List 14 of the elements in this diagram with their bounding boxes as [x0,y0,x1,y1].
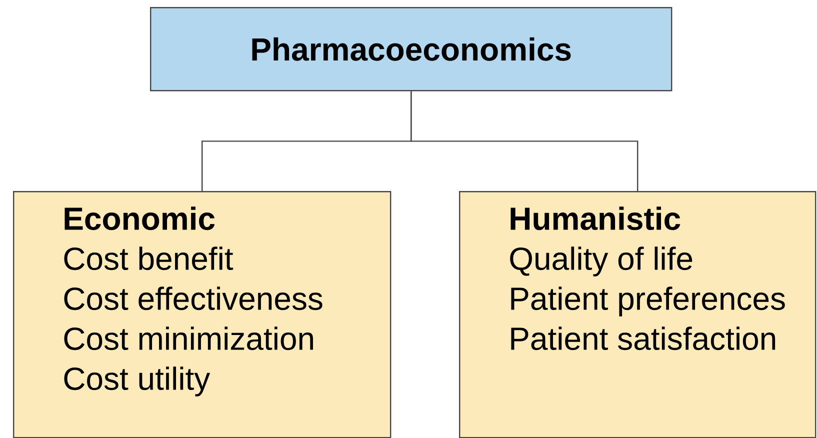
list-item: Patient preferences [511,286,785,316]
title-text: Pharmacoeconomics [252,37,571,61]
list-item: Cost minimization [64,326,313,350]
list-item: Patient satisfaction [511,326,776,350]
title-box [150,7,672,92]
heading: Humanistic [510,206,680,230]
list-item: Cost utility [64,366,210,396]
category-box [459,191,816,438]
list-item: Cost benefit [64,246,234,270]
category-box [13,191,392,438]
connector-line [410,91,638,191]
list-item: Cost effectiveness [64,286,322,310]
list-item: Quality of life [510,246,692,276]
heading: Economic [64,206,215,230]
